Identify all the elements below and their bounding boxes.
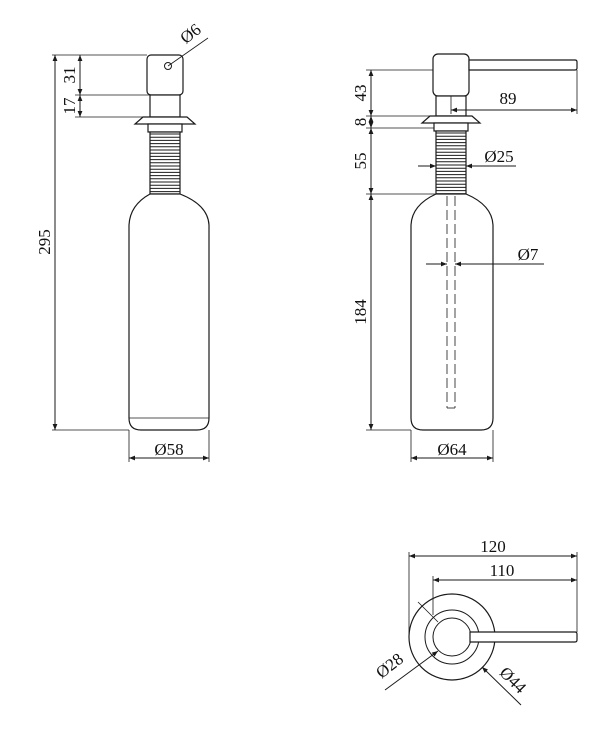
- dim-label-295: 295: [35, 229, 54, 255]
- dim-label-31: 31: [60, 67, 79, 84]
- outlet-hole: [164, 62, 172, 70]
- dim-label-o64: Ø64: [437, 440, 467, 459]
- top-view: 120 110 Ø28 Ø44: [372, 537, 578, 706]
- bottle: [410, 193, 494, 431]
- dim-label-o58: Ø58: [154, 440, 183, 459]
- leader-o28: [384, 650, 439, 691]
- leader-o6: [167, 37, 209, 67]
- flange-collar: [433, 122, 469, 132]
- dim-label-o25: Ø25: [484, 147, 513, 166]
- pump-head: [432, 53, 470, 97]
- dim-label-o7: Ø7: [518, 245, 539, 264]
- spout-top: [469, 631, 578, 643]
- left-view: 295 31 17 Ø6 Ø58: [35, 20, 210, 462]
- bottle: [128, 193, 210, 431]
- dim-label-184: 184: [351, 299, 370, 325]
- flange-collar: [147, 123, 183, 133]
- dim-label-110: 110: [490, 561, 515, 580]
- flange: [133, 116, 197, 125]
- dim-label-17: 17: [60, 97, 79, 115]
- dim-label-o44: Ø44: [496, 663, 530, 697]
- leader-o28-upper: [417, 601, 439, 623]
- dim-label-8: 8: [351, 118, 370, 127]
- pump-neck: [149, 94, 181, 118]
- leader-o44: [481, 666, 522, 706]
- thread-lines: [150, 133, 180, 193]
- right-view: 43 89 8 55 Ø25 Ø7 184 Ø64: [351, 53, 578, 462]
- dim-label-89: 89: [500, 89, 517, 108]
- thread-lines: [436, 132, 466, 195]
- dim-label-43: 43: [351, 85, 370, 102]
- dim-label-120: 120: [480, 537, 506, 556]
- flange: [420, 115, 482, 124]
- spout: [468, 59, 578, 71]
- pump-head: [146, 54, 184, 96]
- dim-label-55: 55: [351, 153, 370, 170]
